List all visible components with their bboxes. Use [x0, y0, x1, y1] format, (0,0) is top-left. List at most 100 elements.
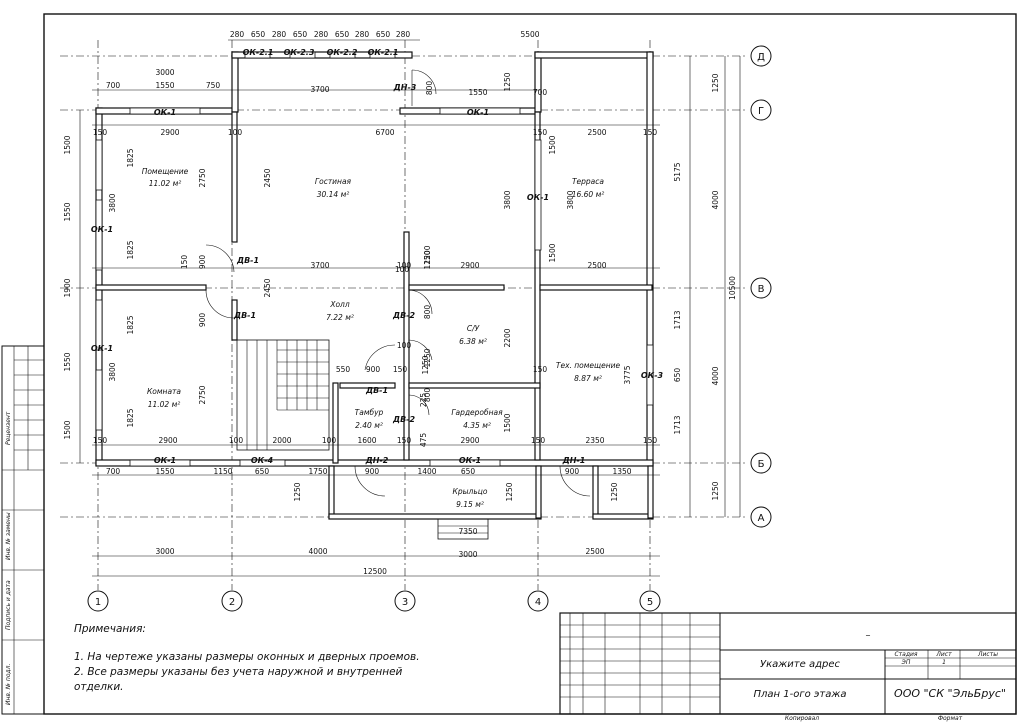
dim: 2350: [585, 436, 604, 445]
dim: 800: [425, 81, 434, 96]
axis-bubbles: 1 2 3 4 5 Д Г В Б А: [87, 45, 772, 612]
dim: 10500: [728, 276, 737, 300]
dim: 150: [397, 436, 412, 445]
dim: 2000: [272, 436, 291, 445]
room-area-gard: 4.35 м²: [463, 421, 491, 430]
tag-ok1c: ОК-1: [91, 225, 113, 234]
note-2a: 2. Все размеры указаны без учета наружно…: [74, 666, 403, 678]
axis-row-v: В: [758, 284, 765, 295]
tb-sheets-label: Листы: [977, 651, 998, 658]
dim: 1350: [612, 467, 631, 476]
tb-sheet-label: Лист: [935, 651, 952, 658]
dim: 900: [198, 255, 207, 270]
dim: 150: [531, 436, 546, 445]
dim: 280: [314, 30, 329, 39]
dim: 3000: [155, 547, 174, 556]
dim: 550: [336, 365, 351, 374]
dim: 150: [533, 365, 548, 374]
dim: 1500: [63, 420, 72, 439]
dim: 1250: [421, 355, 430, 374]
dim: 1150: [213, 467, 232, 476]
room-name-su: С/У: [467, 324, 480, 333]
dim: 700: [533, 88, 548, 97]
dim: 4000: [711, 366, 720, 385]
dim: 100: [229, 436, 244, 445]
dim: 150: [643, 128, 658, 137]
tb-stage: ЭП: [901, 659, 911, 666]
tag-dv1b: ДВ-1: [233, 311, 256, 320]
dim: 3775: [623, 365, 632, 384]
tag-dv2a: ДВ-2: [392, 311, 416, 320]
dim: 650: [673, 368, 682, 383]
tag-ok21b: ОК-2.1: [368, 48, 399, 57]
dimensions-small: 150 100 150 150 150 550 900 150 150 225 …: [93, 128, 658, 447]
dim: 1250: [423, 250, 432, 269]
dim: 1250: [423, 348, 432, 367]
dim: 900: [365, 467, 380, 476]
dim: 150: [533, 128, 548, 137]
room-name-tamb: Тамбур: [355, 408, 384, 417]
tb-address: Укажите адрес: [760, 659, 840, 670]
dimensions-right: 1250 5175 4000 10500 1713 650 1713 3775 …: [623, 73, 737, 500]
dim: 475: [419, 433, 428, 448]
room-area-pom: 11.02 м²: [149, 179, 182, 188]
dim: 3000: [458, 550, 477, 559]
tag-ok1g: ОК-1: [459, 456, 481, 465]
room-area-gost: 30.14 м²: [317, 190, 350, 199]
room-name-kom: Комната: [147, 387, 181, 396]
axis-row-d: Д: [757, 52, 765, 63]
walls: [95, 51, 654, 520]
tag-ok1f: ОК-1: [154, 456, 176, 465]
dim: 3800: [108, 193, 117, 212]
dim: 150: [93, 436, 108, 445]
dim: 150: [93, 128, 108, 137]
notes: Примечания: 1. На чертеже указаны размер…: [74, 623, 420, 693]
stamp-sign-date: Подпись и дата: [5, 580, 12, 630]
opening-tags: ОК-2.1 ОК-2.3 ОК-2.2 ОК-2.1 ДН-3 ОК-1 ОК…: [91, 48, 664, 465]
dim: 12500: [363, 567, 387, 576]
axis-row-g: Г: [758, 106, 764, 117]
title-block: – Укажите адрес План 1-ого этажа ООО "СК…: [559, 612, 1017, 722]
room-name-ter: Терраса: [572, 177, 604, 186]
dim: 4000: [308, 547, 327, 556]
room-area-kryl: 9.15 м²: [456, 500, 484, 509]
dim: 1250: [711, 73, 720, 92]
tag-dv1c: ДВ-1: [365, 386, 388, 395]
dim: 1550: [155, 467, 174, 476]
dimension-lines: [79, 39, 741, 577]
room-name-gost: Гостиная: [315, 177, 352, 186]
tag-dn2: ДН-2: [365, 456, 389, 465]
dim: 2450: [263, 278, 272, 297]
dim: 2500: [587, 128, 606, 137]
dim: 1713: [673, 310, 682, 329]
dim: 100: [397, 341, 412, 350]
dim: 1500: [503, 413, 512, 432]
notes-title: Примечания:: [74, 623, 146, 635]
room-name-teh: Тех. помещение: [556, 361, 621, 370]
room-name-pom: Помещение: [142, 167, 189, 176]
room-area-su: 6.38 м²: [459, 337, 487, 346]
dim: 4000: [711, 190, 720, 209]
dim: 1825: [126, 148, 135, 167]
note-2b: отделки.: [74, 681, 123, 693]
dim: 2450: [263, 168, 272, 187]
tag-dv2b: ДВ-2: [392, 415, 416, 424]
tag-ok4: ОК-4: [251, 456, 274, 465]
dim: 225: [419, 393, 428, 408]
dim: 2900: [160, 128, 179, 137]
axis-row-b: Б: [758, 459, 765, 470]
axis-col-3: 3: [402, 597, 408, 608]
dimensions-left: 1500 1550 1900 1550 1500 1825 3800 1825 …: [63, 135, 272, 439]
dim: 2750: [198, 385, 207, 404]
dim: 1500: [548, 135, 557, 154]
dim: 1250: [505, 482, 514, 501]
dim: 700: [106, 467, 121, 476]
dim: 100: [228, 128, 243, 137]
room-area-holl: 7.22 м²: [326, 313, 354, 322]
tb-sheet-title: План 1-ого этажа: [754, 689, 847, 700]
dim: 1250: [293, 482, 302, 501]
tb-format: Формат: [938, 715, 963, 722]
tag-ok1a: ОК-1: [154, 108, 176, 117]
dim: 280: [272, 30, 287, 39]
